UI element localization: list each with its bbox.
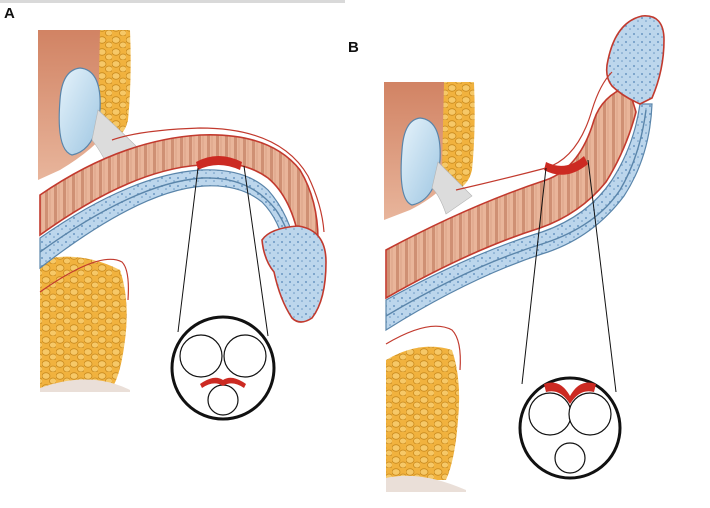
- corpus-cavernosum-b: [385, 84, 637, 300]
- plaque-section-b: [544, 382, 596, 404]
- skin-outline-b: [455, 71, 613, 191]
- callout-line-right: [243, 165, 269, 337]
- cross-section-inset-a: [170, 315, 276, 421]
- pubic-bone: [58, 67, 101, 156]
- plaque-section-a: [200, 377, 246, 388]
- panel-b: B: [348, 15, 665, 492]
- corpus-spongiosum-b: [385, 103, 653, 332]
- callout-line-left: [177, 167, 199, 333]
- skin-lower: [40, 379, 130, 392]
- urethra-b: [385, 109, 647, 317]
- callout-line-left-b: [521, 167, 547, 385]
- glans: [261, 225, 327, 323]
- suspensory-ligament-b: [431, 161, 473, 215]
- fat-tissue-lower: [40, 256, 127, 390]
- glans-b: [605, 15, 665, 105]
- pubic-bone-b: [400, 117, 441, 206]
- fat-tissue-lower-b: [386, 346, 460, 480]
- urethra: [39, 177, 293, 253]
- skin-lower-b: [386, 475, 466, 492]
- callout-line-right-b: [587, 159, 617, 393]
- panel-a: A: [4, 5, 327, 421]
- cross-section-inset-b: [518, 376, 622, 480]
- top-border-line: [0, 0, 345, 3]
- plaque-dorsal-b: [544, 156, 588, 175]
- fat-tissue-upper-b: [442, 82, 475, 190]
- plaque-dorsal: [196, 156, 242, 170]
- skin-outline: [111, 127, 325, 233]
- fat-tissue-upper: [98, 30, 131, 140]
- panel-label-b: B: [348, 39, 359, 56]
- skin-underside: [39, 258, 129, 301]
- panel-label-a: A: [4, 5, 15, 22]
- skin-underside-b: [385, 325, 461, 371]
